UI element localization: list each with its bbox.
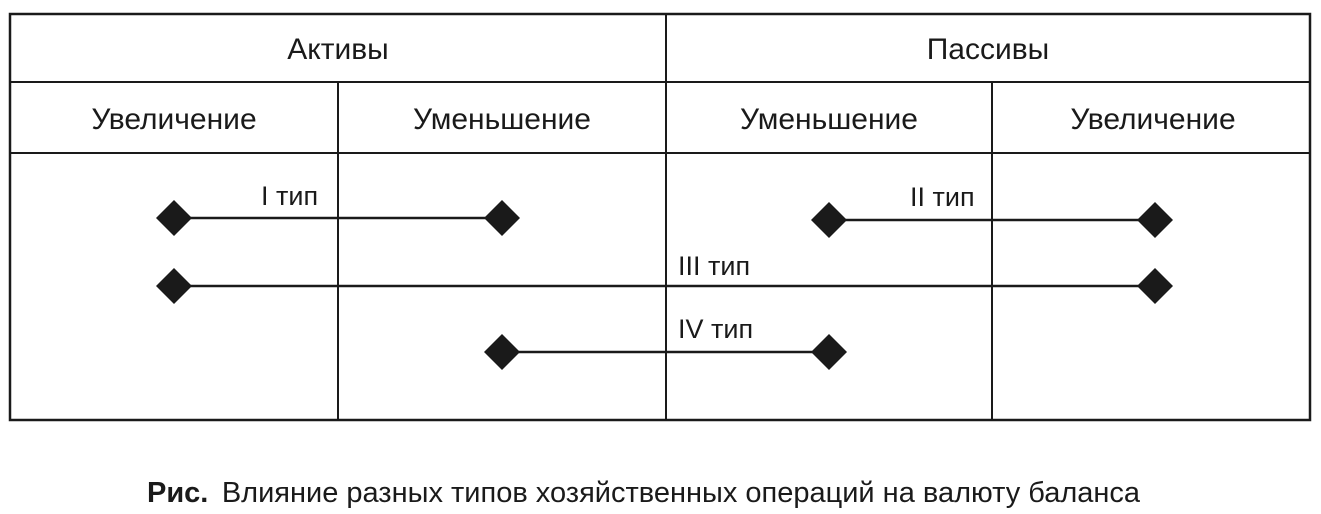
figure-caption: Рис. Влияние разных типов хозяйственных … [147, 477, 1141, 509]
group-header-assets: Активы [287, 33, 388, 66]
column-header-assets-decrease: Уменьшение [413, 103, 591, 136]
diamond-marker [156, 200, 192, 236]
table-border [8, 12, 1312, 422]
diamond-marker [811, 334, 847, 370]
operation-type-2: II тип [811, 182, 1173, 238]
caption-prefix: Рис. [147, 477, 208, 509]
diamond-marker [1137, 268, 1173, 304]
diamond-marker [1137, 202, 1173, 238]
column-header-liabilities-decrease: Уменьшение [740, 103, 918, 136]
operation-label: IV тип [678, 314, 753, 344]
table-frame [8, 12, 1312, 422]
column-header-assets-increase: Увеличение [91, 103, 256, 136]
operation-type-3: III тип [156, 251, 1173, 304]
diamond-marker [811, 202, 847, 238]
diamond-marker [156, 268, 192, 304]
operation-label: I тип [261, 181, 318, 211]
operation-label: II тип [910, 182, 975, 212]
diamond-marker [484, 200, 520, 236]
operation-type-4: IV тип [484, 314, 847, 370]
operation-label: III тип [678, 251, 750, 281]
column-header-liabilities-increase: Увеличение [1070, 103, 1235, 136]
group-header-liabilities: Пассивы [927, 33, 1050, 66]
operation-type-1: I тип [156, 181, 520, 236]
caption-text: Влияние разных типов хозяйственных опера… [222, 477, 1141, 509]
diamond-marker [484, 334, 520, 370]
